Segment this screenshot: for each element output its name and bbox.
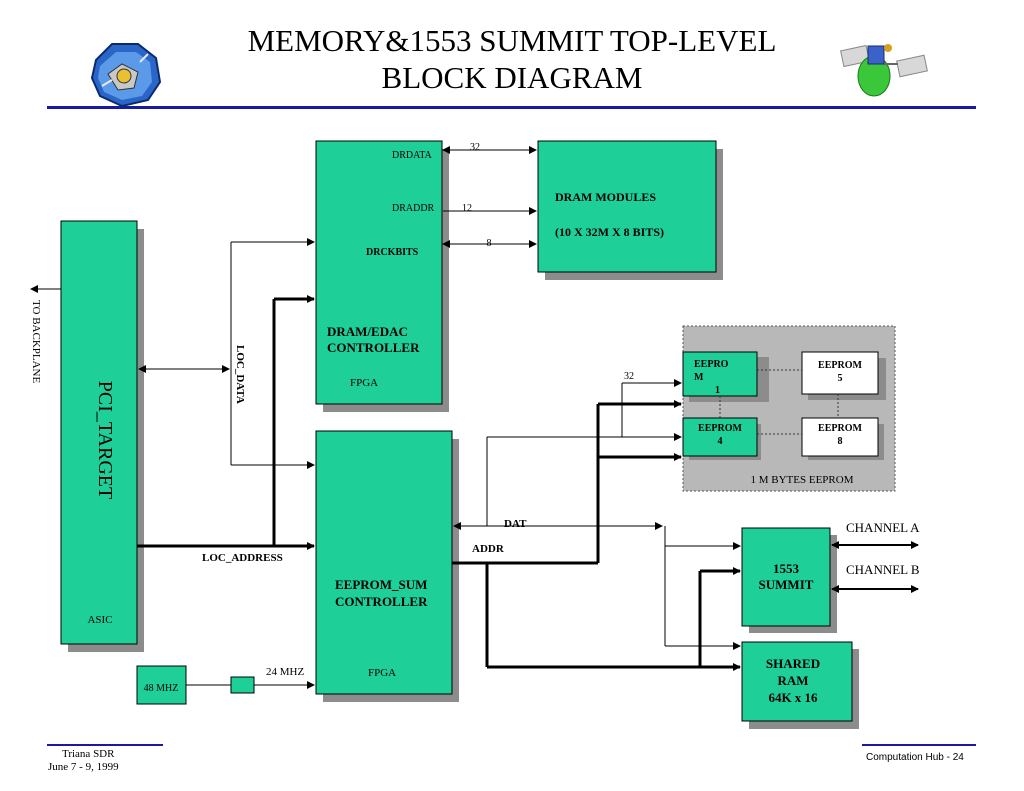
dram-edac-label-1: DRAM/EDAC <box>327 324 408 339</box>
clock-divider-block <box>230 676 255 694</box>
eeprom8-line-1: EEPROM <box>818 423 862 434</box>
footer-left-line-2: June 7 - 9, 1999 <box>48 761 119 773</box>
summit-1553-block: 1553 SUMMIT <box>741 527 837 633</box>
pci-target-label: PCI_TARGET <box>94 381 116 499</box>
width-32-dram-label: 32 <box>470 142 480 153</box>
mission-patch-icon <box>90 43 162 108</box>
eeprom1-line-2: M <box>694 372 704 383</box>
loc-data-label: LOC_DATA <box>234 345 246 404</box>
osc48-label: 48 MHZ <box>144 683 179 694</box>
eeprom-group-label: 1 M BYTES EEPROM <box>751 474 854 486</box>
to-backplane-label: TO BACKPLANE <box>30 300 42 384</box>
eeprom5-line-2: 5 <box>838 373 843 384</box>
oscillator-48mhz-block: 48 MHZ <box>136 665 255 705</box>
eeprom-sum-sublabel: FPGA <box>368 667 396 679</box>
pci-target-sublabel: ASIC <box>87 614 112 626</box>
title-line-1: MEMORY&1553 SUMMIT TOP-LEVEL <box>247 23 777 58</box>
footer-right: Computation Hub - 24 <box>866 752 964 763</box>
dram-modules-block: DRAM MODULES (10 X 32M X 8 BITS) <box>537 140 723 280</box>
eeprom4-line-1: EEPROM <box>698 423 742 434</box>
page-title: MEMORY&1553 SUMMIT TOP-LEVEL BLOCK DIAGR… <box>180 22 844 96</box>
addr-label: ADDR <box>472 543 505 555</box>
pci-target-block: PCI_TARGET ASIC <box>60 220 144 652</box>
footer-left-line-1: Triana SDR <box>62 748 115 760</box>
width-32-eeprom-label: 32 <box>624 371 634 382</box>
dram-edac-controller-block: DRAM/EDAC CONTROLLER FPGA <box>315 140 449 412</box>
dram-edac-label-2: CONTROLLER <box>327 340 420 355</box>
dram-edac-sublabel: FPGA <box>350 377 378 389</box>
shared-ram-line-2: RAM <box>777 673 808 688</box>
title-line-2: BLOCK DIAGRAM <box>381 60 643 95</box>
dram-modules-label-2: (10 X 32M X 8 BITS) <box>555 225 664 239</box>
summit-line-1: 1553 <box>773 561 800 576</box>
title-rule <box>47 106 976 109</box>
dram-modules-label-1: DRAM MODULES <box>555 190 656 204</box>
mhz24-label: 24 MHZ <box>266 666 304 678</box>
channel-a-label: CHANNEL A <box>846 520 920 535</box>
summit-line-2: SUMMIT <box>759 577 814 592</box>
drdata-label: DRDATA <box>392 150 433 161</box>
width-8-label: 8 <box>487 238 492 249</box>
footer-rule-right <box>862 744 976 746</box>
eeprom-sum-label-2: CONTROLLER <box>335 594 428 609</box>
shared-ram-line-3: 64K x 16 <box>768 690 818 705</box>
eeprom1-line-3: 1 <box>715 385 720 396</box>
eeprom-group: 1 M BYTES EEPROM EEPRO M 1 EEPROM 5 EEPR… <box>682 325 896 492</box>
eeprom5-line-1: EEPROM <box>818 360 862 371</box>
eeprom4-line-2: 4 <box>718 436 723 447</box>
width-12-label: 12 <box>462 203 472 214</box>
drckbits-label: DRCKBITS <box>366 247 419 258</box>
eeprom1-line-1: EEPRO <box>694 359 729 370</box>
eeprom-sum-controller-block: EEPROM_SUM CONTROLLER FPGA <box>315 430 459 702</box>
shared-ram-line-1: SHARED <box>766 656 820 671</box>
loc-address-label: LOC_ADDRESS <box>202 552 283 564</box>
footer-rule-left <box>47 744 163 746</box>
eeprom-sum-label-1: EEPROM_SUM <box>335 577 427 592</box>
eeprom8-line-2: 8 <box>838 436 843 447</box>
connections <box>30 146 919 689</box>
draddr-label: DRADDR <box>392 203 435 214</box>
satellite-icon <box>840 44 928 97</box>
dat-label: DAT <box>504 518 527 530</box>
shared-ram-block: SHARED RAM 64K x 16 <box>741 641 859 729</box>
channel-b-label: CHANNEL B <box>846 562 920 577</box>
